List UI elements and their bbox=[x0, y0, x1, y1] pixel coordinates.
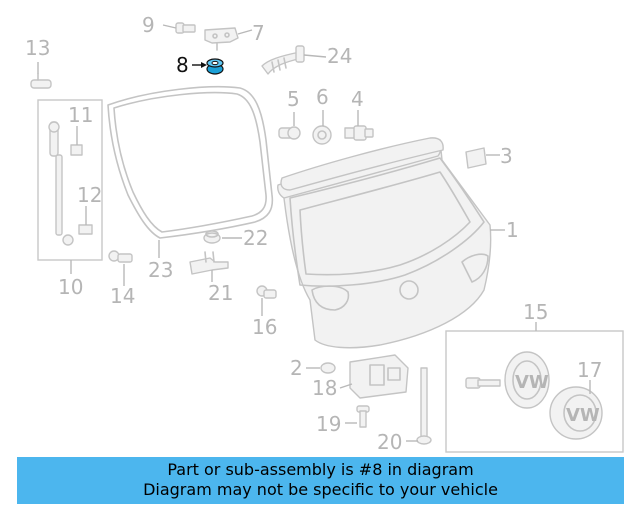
label-21: 21 bbox=[208, 281, 233, 305]
svg-text:VW: VW bbox=[515, 372, 549, 393]
bolt-16 bbox=[256, 285, 277, 299]
label-2: 2 bbox=[290, 356, 303, 380]
label-24: 24 bbox=[327, 44, 352, 68]
ball-stud-14 bbox=[108, 250, 133, 263]
label-8: 8 bbox=[176, 53, 189, 77]
nut-22 bbox=[203, 230, 221, 244]
nut-8 bbox=[206, 58, 224, 75]
clip-12 bbox=[78, 224, 93, 235]
part-labels: 9 7 8 24 13 11 12 10 5 6 4 3 1 22 23 14 … bbox=[25, 13, 602, 454]
pin-5 bbox=[278, 126, 301, 140]
box-15 bbox=[445, 330, 624, 453]
label-12: 12 bbox=[77, 183, 102, 207]
emblem-17: VW bbox=[549, 386, 603, 440]
hinge-7 bbox=[204, 27, 239, 51]
lock-18 bbox=[349, 354, 409, 399]
nut-2 bbox=[320, 362, 336, 374]
clip-11 bbox=[70, 144, 83, 156]
label-10: 10 bbox=[58, 275, 83, 299]
label-7: 7 bbox=[252, 21, 265, 45]
hose-24 bbox=[261, 45, 305, 75]
label-22: 22 bbox=[243, 226, 268, 250]
label-11: 11 bbox=[68, 103, 93, 127]
label-9: 9 bbox=[142, 13, 155, 37]
info-banner: Part or sub-assembly is #8 in diagram Di… bbox=[17, 457, 624, 504]
leader-lines bbox=[37, 24, 591, 442]
label-13: 13 bbox=[25, 36, 50, 60]
label-17: 17 bbox=[577, 358, 602, 382]
box-10 bbox=[37, 99, 103, 261]
label-6: 6 bbox=[316, 85, 329, 109]
weatherstrip-seal bbox=[107, 86, 274, 239]
label-15: 15 bbox=[523, 300, 548, 324]
gas-strut bbox=[48, 121, 74, 246]
bolt-9 bbox=[175, 22, 196, 34]
label-1: 1 bbox=[506, 218, 519, 242]
label-5: 5 bbox=[287, 87, 300, 111]
label-14: 14 bbox=[110, 284, 135, 308]
label-18: 18 bbox=[312, 376, 337, 400]
label-4: 4 bbox=[351, 87, 364, 111]
label-23: 23 bbox=[148, 258, 173, 282]
spoiler bbox=[280, 137, 444, 191]
label-19: 19 bbox=[316, 412, 341, 436]
label-16: 16 bbox=[252, 315, 277, 339]
nut-6 bbox=[312, 125, 332, 145]
svg-text:VW: VW bbox=[566, 405, 600, 426]
clip-13 bbox=[30, 73, 52, 89]
bracket-21 bbox=[189, 251, 229, 275]
screw-19 bbox=[356, 405, 370, 428]
plate-3 bbox=[465, 147, 487, 169]
bolt-4 bbox=[344, 125, 374, 141]
rod-20 bbox=[416, 367, 432, 445]
label-20: 20 bbox=[377, 430, 402, 454]
banner-line-2: Diagram may not be specific to your vehi… bbox=[143, 480, 498, 499]
banner-line-1: Part or sub-assembly is #8 in diagram bbox=[167, 460, 474, 479]
label-3: 3 bbox=[500, 144, 513, 168]
emblem-camera: VW bbox=[465, 351, 550, 409]
